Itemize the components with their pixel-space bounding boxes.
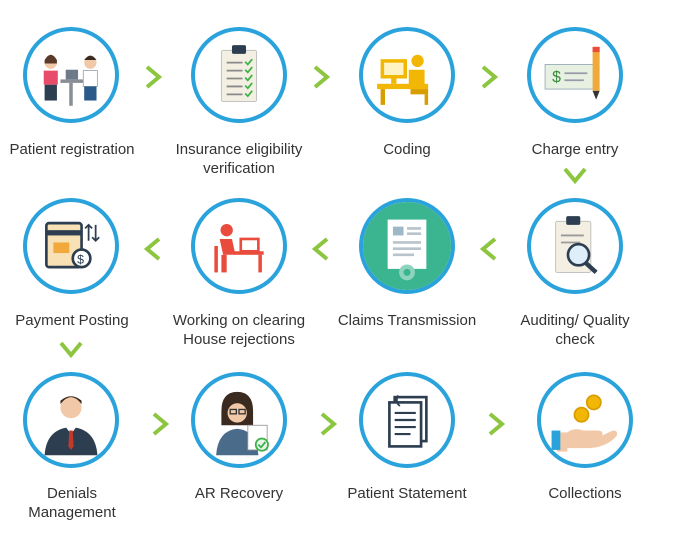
arrow-right-icon bbox=[147, 411, 173, 437]
arrow-right-icon bbox=[476, 64, 502, 90]
step-4-label: Charge entry bbox=[531, 141, 619, 158]
step-1-circle bbox=[23, 27, 119, 123]
step-6-circle bbox=[359, 198, 455, 294]
check-and-pencil-icon: $ bbox=[544, 46, 600, 100]
arrow-right-icon bbox=[483, 411, 509, 437]
step-8-circle: $ bbox=[23, 198, 119, 294]
claim-document-icon bbox=[363, 202, 451, 290]
step-5-label: Auditing/ Quality check bbox=[520, 312, 630, 348]
step-2-label: Insurance eligibility verification bbox=[175, 141, 303, 177]
step-3-circle bbox=[359, 27, 455, 123]
payment-card-dollar-icon: $ bbox=[45, 221, 100, 269]
businessman-icon bbox=[44, 396, 98, 456]
arrow-down-icon bbox=[562, 162, 588, 188]
step-4-circle: $ bbox=[527, 27, 623, 123]
arrow-down-icon bbox=[58, 336, 84, 362]
person-at-laptop-icon bbox=[214, 224, 264, 273]
step-5-circle bbox=[527, 198, 623, 294]
step-2-circle bbox=[191, 27, 287, 123]
svg-text:$: $ bbox=[77, 253, 84, 267]
step-9-label: Denials Management bbox=[28, 485, 116, 521]
clipboard-magnifier-icon bbox=[555, 216, 598, 275]
clipboard-checklist-icon bbox=[220, 45, 258, 102]
step-8-label: Payment Posting bbox=[15, 312, 129, 329]
step-11-circle bbox=[359, 372, 455, 468]
step-7-label: Working on clearing House rejections bbox=[172, 312, 306, 348]
hand-with-coins-icon bbox=[551, 394, 618, 452]
step-6-label: Claims Transmission bbox=[337, 312, 477, 329]
arrow-left-icon bbox=[476, 236, 502, 262]
step-10-circle bbox=[191, 372, 287, 468]
woman-with-document-icon bbox=[216, 391, 269, 456]
step-7-circle bbox=[191, 198, 287, 294]
coder-at-desk-icon bbox=[377, 54, 429, 105]
step-11-label: Patient Statement bbox=[347, 485, 467, 502]
svg-text:$: $ bbox=[552, 69, 561, 86]
arrow-right-icon bbox=[308, 64, 334, 90]
statement-document-icon bbox=[388, 394, 428, 448]
step-12-circle bbox=[537, 372, 633, 468]
step-9-circle bbox=[23, 372, 119, 468]
step-3-label: Coding bbox=[383, 141, 431, 158]
step-10-label: AR Recovery bbox=[194, 485, 284, 502]
arrow-left-icon bbox=[308, 236, 334, 262]
step-1-label: Patient registration bbox=[9, 141, 135, 158]
step-12-label: Collections bbox=[548, 485, 622, 502]
patient-registration-icon bbox=[43, 54, 98, 106]
arrow-right-icon bbox=[140, 64, 166, 90]
arrow-left-icon bbox=[140, 236, 166, 262]
arrow-right-icon bbox=[315, 411, 341, 437]
